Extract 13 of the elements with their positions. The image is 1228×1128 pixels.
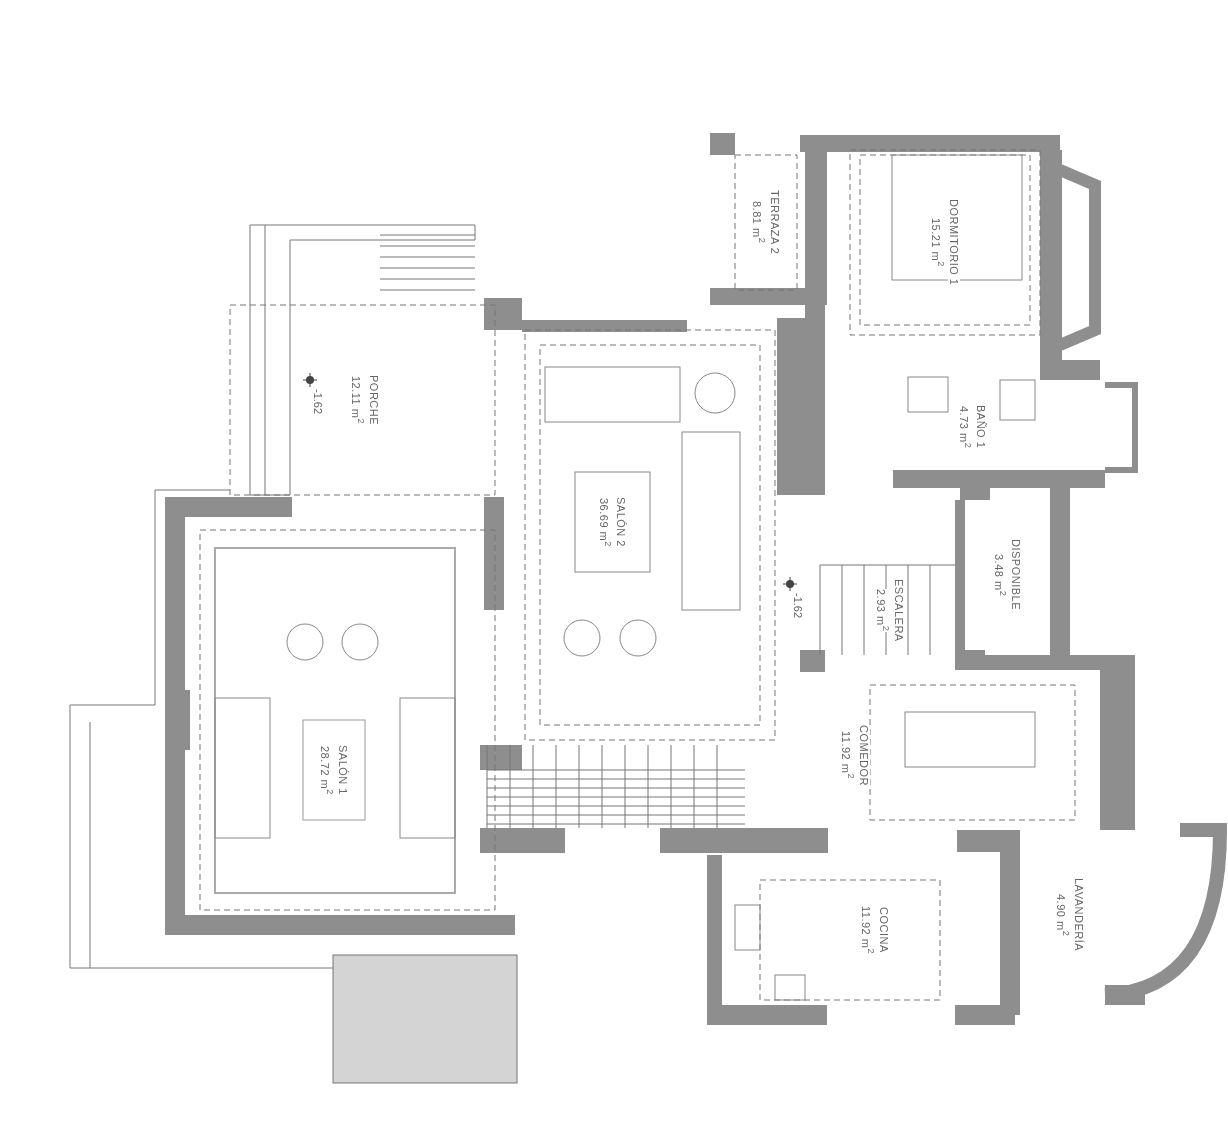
room-name: COCINA — [877, 907, 890, 953]
room-name: LAVANDERÍA — [1072, 878, 1085, 952]
level-label: -1.62 — [312, 389, 324, 415]
room-name: BAÑO 1 — [975, 405, 988, 449]
room-name: ESCALERA — [892, 579, 905, 642]
level-label: -1.62 — [792, 593, 804, 619]
room-name: SALÓN 1 — [336, 745, 349, 795]
room-name: COMEDOR — [857, 724, 870, 786]
room-name: SALÓN 2 — [615, 497, 628, 547]
room-name: DISPONIBLE — [1010, 539, 1023, 611]
room-name: TERRAZA 2 — [768, 190, 781, 255]
room-name: PORCHE — [367, 374, 380, 426]
room-name: DORMITORIO 1 — [947, 199, 960, 286]
